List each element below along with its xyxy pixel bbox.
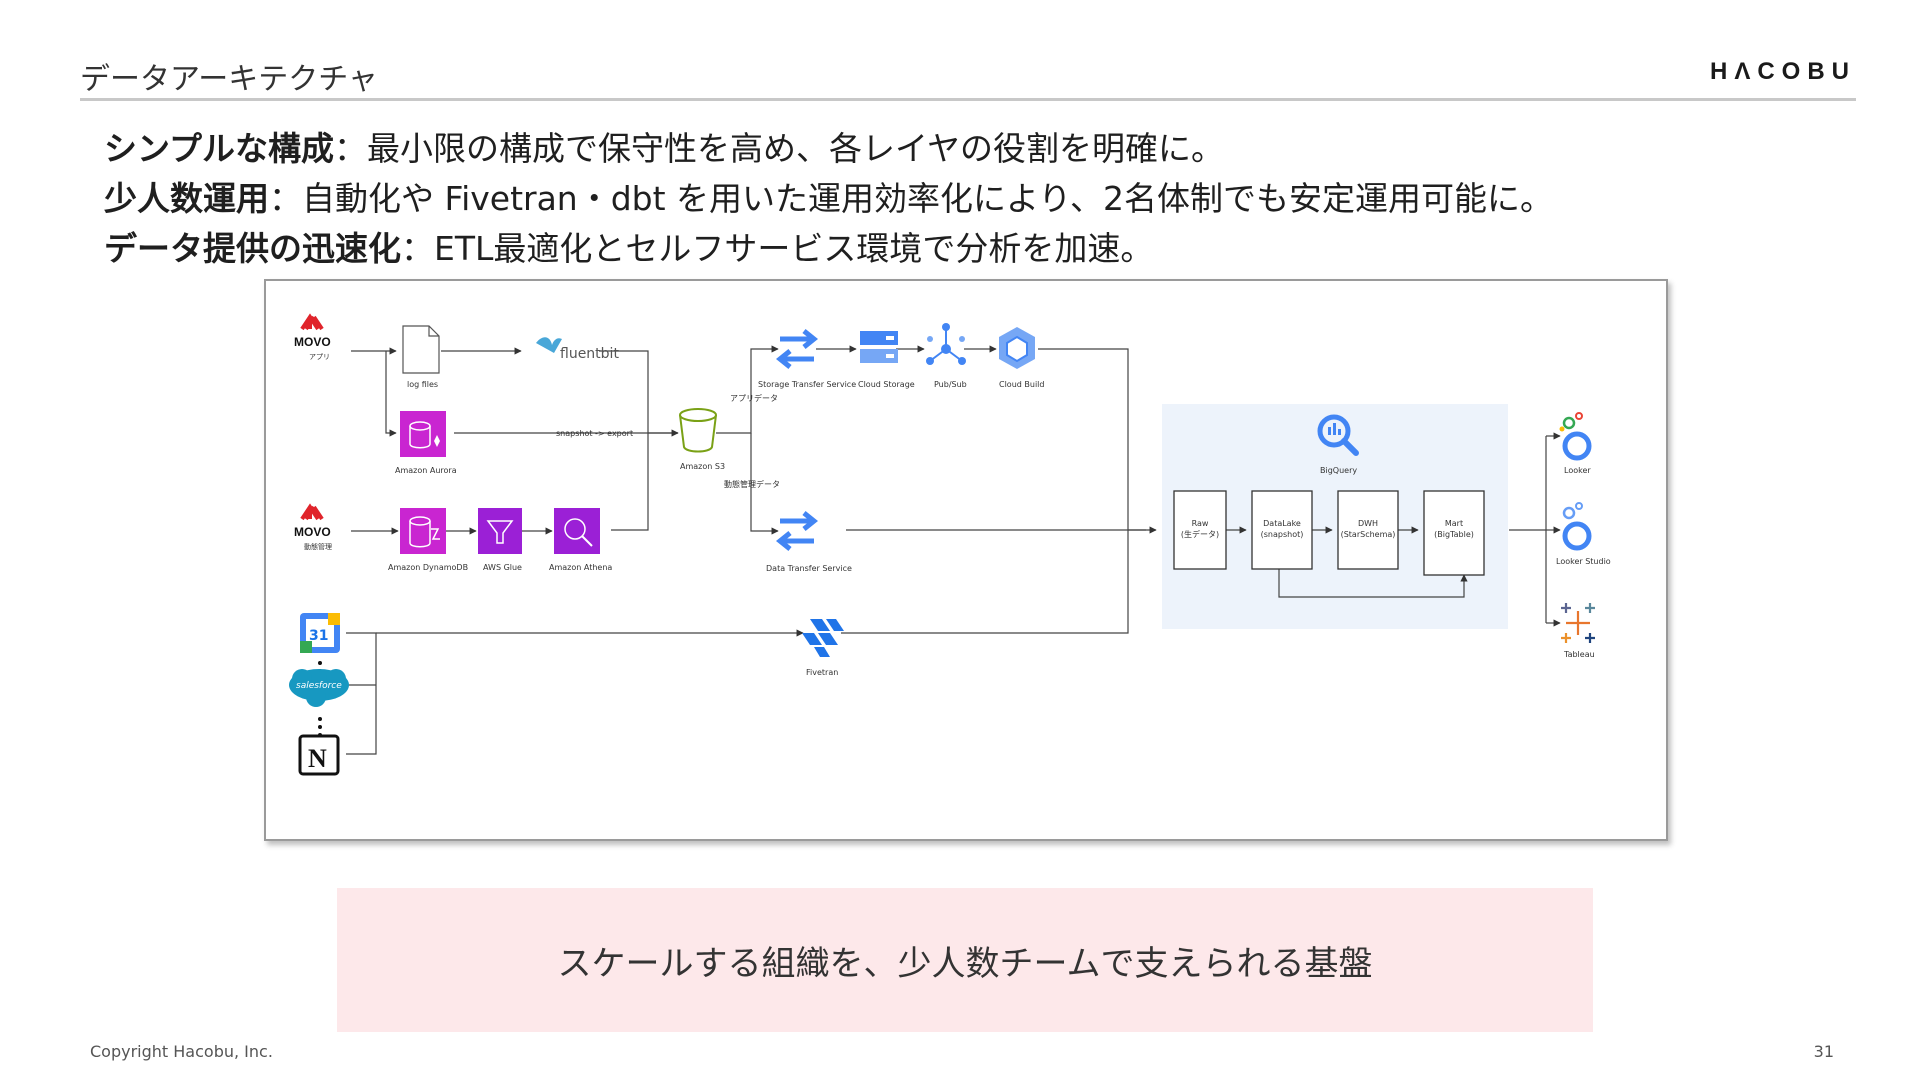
fluentbit-logo: fluentbit	[536, 337, 619, 362]
page-number: 31	[1813, 1042, 1834, 1061]
notion-letter: N	[308, 744, 327, 773]
key-point-heading: データ提供の迅速化	[104, 229, 401, 268]
layer-name: DWH	[1358, 519, 1378, 528]
glue-label: AWS Glue	[483, 563, 522, 572]
key-point: データ提供の迅速化：ETL最適化とセルフサービス環境で分析を加速。	[104, 224, 1553, 274]
key-point-separator: ：	[401, 229, 434, 268]
data-transfer-icon	[775, 511, 819, 551]
athena-label: Amazon Athena	[549, 563, 612, 572]
bigquery-label: BigQuery	[1320, 466, 1357, 475]
dynamodb-label: Amazon DynamoDB	[388, 563, 468, 572]
cloud-build-icon	[999, 327, 1035, 369]
looker-label: Looker	[1564, 466, 1591, 475]
dynamodb-icon	[400, 508, 446, 554]
google-calendar-icon: 31	[300, 613, 340, 653]
salesforce-wordmark: salesforce	[296, 681, 342, 691]
layer-raw: Raw (生データ)	[1173, 490, 1227, 570]
mgmt-data-label: 動態管理データ	[724, 479, 780, 489]
looker-studio-label: Looker Studio	[1556, 557, 1611, 566]
layer-sub: (BigTable)	[1434, 530, 1474, 539]
aurora-icon	[400, 411, 446, 457]
layer-dwh: DWH (StarSchema)	[1337, 490, 1399, 570]
key-point-separator: ：	[334, 129, 368, 168]
layer-sub: (生データ)	[1181, 529, 1219, 539]
s3-label: Amazon S3	[680, 462, 725, 471]
glue-icon	[478, 508, 522, 554]
key-point: シンプルな構成：最小限の構成で保守性を高め、各レイヤの役割を明確に。	[104, 124, 1553, 174]
connectors	[346, 345, 1561, 755]
salesforce-logo: salesforce	[289, 669, 349, 707]
tableau-label: Tableau	[1563, 650, 1595, 659]
log-files-icon	[402, 325, 440, 374]
cloud-storage-icon	[860, 331, 898, 363]
athena-icon	[554, 508, 600, 554]
sts-label: Storage Transfer Service	[758, 380, 856, 389]
app-data-label: アプリデータ	[730, 393, 778, 403]
key-points: シンプルな構成：最小限の構成で保守性を高め、各レイヤの役割を明確に。 少人数運用…	[104, 124, 1553, 274]
fivetran-icon	[802, 619, 844, 657]
s3-bucket-icon	[679, 408, 717, 453]
movo-mgmt-caption: 動態管理	[304, 542, 332, 551]
calendar-date: 31	[309, 628, 328, 644]
movo-mgmt-logo: MOVO 動態管理	[294, 503, 332, 551]
key-point-text: 最小限の構成で保守性を高め、各レイヤの役割を明確に。	[367, 129, 1225, 168]
aurora-label: Amazon Aurora	[395, 466, 457, 475]
key-point-heading: 少人数運用	[104, 179, 269, 218]
pubsub-icon	[926, 323, 966, 365]
layer-mart: Mart (BigTable)	[1423, 490, 1485, 576]
fivetran-label: Fivetran	[806, 668, 838, 677]
architecture-diagram: MOVO アプリ MOVO 動態管理 log files fluentbit A…	[264, 279, 1668, 841]
hacobu-logo: HΛCOBU	[1709, 58, 1856, 85]
movo-mgmt-wordmark: MOVO	[294, 525, 331, 539]
gcs-label: Cloud Storage	[858, 380, 915, 389]
layer-sub: (snapshot)	[1261, 530, 1304, 539]
key-point-text: ETL最適化とセルフサービス環境で分析を加速。	[434, 229, 1154, 268]
movo-app-caption: アプリ	[309, 353, 330, 361]
movo-app-logo: MOVO アプリ	[294, 313, 331, 361]
copyright: Copyright Hacobu, Inc.	[90, 1042, 273, 1061]
key-point-separator: ：	[269, 179, 302, 218]
slide-title: データアーキテクチャ	[80, 62, 378, 97]
cloud-build-label: Cloud Build	[999, 380, 1044, 389]
architecture-diagram-svg: MOVO アプリ MOVO 動態管理 log files fluentbit A…	[289, 313, 1611, 776]
snapshot-export-label: snapshot -> export	[556, 429, 633, 438]
layer-datalake: DataLake (snapshot)	[1251, 490, 1313, 570]
pubsub-label: Pub/Sub	[934, 380, 967, 389]
key-point: 少人数運用：自動化や Fivetran・dbt を用いた運用効率化により、2名体…	[104, 174, 1553, 224]
layer-sub: (StarSchema)	[1341, 530, 1396, 539]
notion-logo: N	[298, 734, 340, 776]
looker-icon	[1559, 412, 1592, 461]
log-files-label: log files	[407, 380, 438, 389]
tagline-banner: スケールする組織を、少人数チームで支えられる基盤	[337, 888, 1593, 1032]
tagline-text: スケールする組織を、少人数チームで支えられる基盤	[557, 944, 1373, 984]
bigquery-icon	[1317, 414, 1359, 456]
tableau-icon	[1561, 603, 1595, 643]
layer-name: DataLake	[1263, 519, 1301, 528]
movo-app-wordmark: MOVO	[294, 335, 331, 349]
key-point-heading: シンプルな構成	[104, 129, 335, 168]
dts-label: Data Transfer Service	[766, 564, 852, 573]
layer-name: Mart	[1445, 519, 1463, 528]
layer-name: Raw	[1192, 519, 1209, 528]
storage-transfer-icon	[775, 329, 819, 369]
fluentbit-wordmark: fluentbit	[560, 346, 619, 362]
header-divider	[80, 98, 1856, 101]
key-point-text: 自動化や Fivetran・dbt を用いた運用効率化により、2名体制でも安定運…	[302, 179, 1554, 218]
looker-studio-icon	[1562, 502, 1592, 551]
